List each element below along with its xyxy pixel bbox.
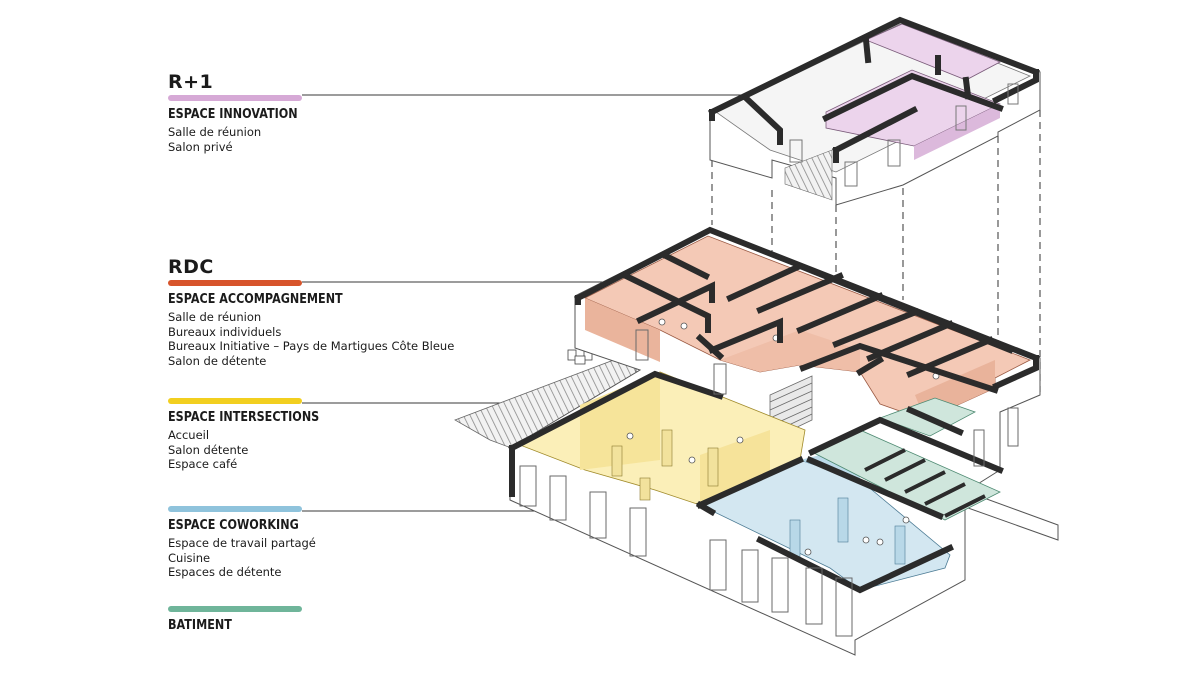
color-bar-accompagnement <box>168 280 302 286</box>
color-bar-batiment <box>168 606 302 612</box>
space-title-innovation: ESPACE INNOVATION <box>168 107 298 122</box>
list-item: Accueil <box>168 428 210 442</box>
list-item: Salle de réunion <box>168 125 262 139</box>
space-title-accompagnement: ESPACE ACCOMPAGNEMENT <box>168 292 343 307</box>
list-item: Salle de réunion <box>168 310 262 324</box>
legend-batiment: BATIMENT <box>168 604 468 633</box>
coworking-zone <box>699 459 951 591</box>
level-title-r1: R+1 <box>168 71 214 93</box>
level-title-rdc: RDC <box>168 256 214 278</box>
space-title-coworking: ESPACE COWORKING <box>168 518 299 533</box>
item-list-coworking: Espace de travail partagé Cuisine Espace… <box>168 536 468 580</box>
item-list-innovation: Salle de réunion Salon privé <box>168 125 468 154</box>
list-item: Cuisine <box>168 550 211 565</box>
ground-level-rdc <box>454 226 1059 656</box>
color-bar-coworking <box>168 506 302 512</box>
item-list-intersections: Accueil Salon détente Espace café <box>168 428 468 472</box>
accompagnement-wall-shade <box>585 298 660 362</box>
item-list-accompagnement: Salle de réunion Bureaux individuels Bur… <box>168 310 468 368</box>
list-item: Bureaux Initiative – Pays de Martigues C… <box>168 339 455 353</box>
list-item: Espace café <box>168 457 238 471</box>
space-title-batiment: BATIMENT <box>168 618 232 633</box>
color-bar-innovation <box>168 95 302 101</box>
legend-intersections: ESPACE INTERSECTIONS Accueil Salon déten… <box>168 396 468 472</box>
legend-rdc: RDC ESPACE ACCOMPAGNEMENT Salle de réuni… <box>168 256 468 368</box>
space-title-intersections: ESPACE INTERSECTIONS <box>168 410 320 425</box>
list-item: Espace de travail partagé <box>168 536 316 550</box>
list-item: Salon de détente <box>168 353 267 368</box>
innovation-room-1 <box>864 23 1001 81</box>
legend-coworking: ESPACE COWORKING Espace de travail parta… <box>168 504 468 580</box>
list-item: Espaces de détente <box>168 565 282 579</box>
list-item: Bureaux individuels <box>168 324 282 339</box>
legend-r1: R+1 ESPACE INNOVATION Salle de réunion S… <box>168 71 468 154</box>
list-item: Salon privé <box>168 139 233 154</box>
color-bar-intersections <box>168 398 302 404</box>
list-item: Salon détente <box>168 442 249 457</box>
upper-level-r1 <box>707 16 1041 206</box>
